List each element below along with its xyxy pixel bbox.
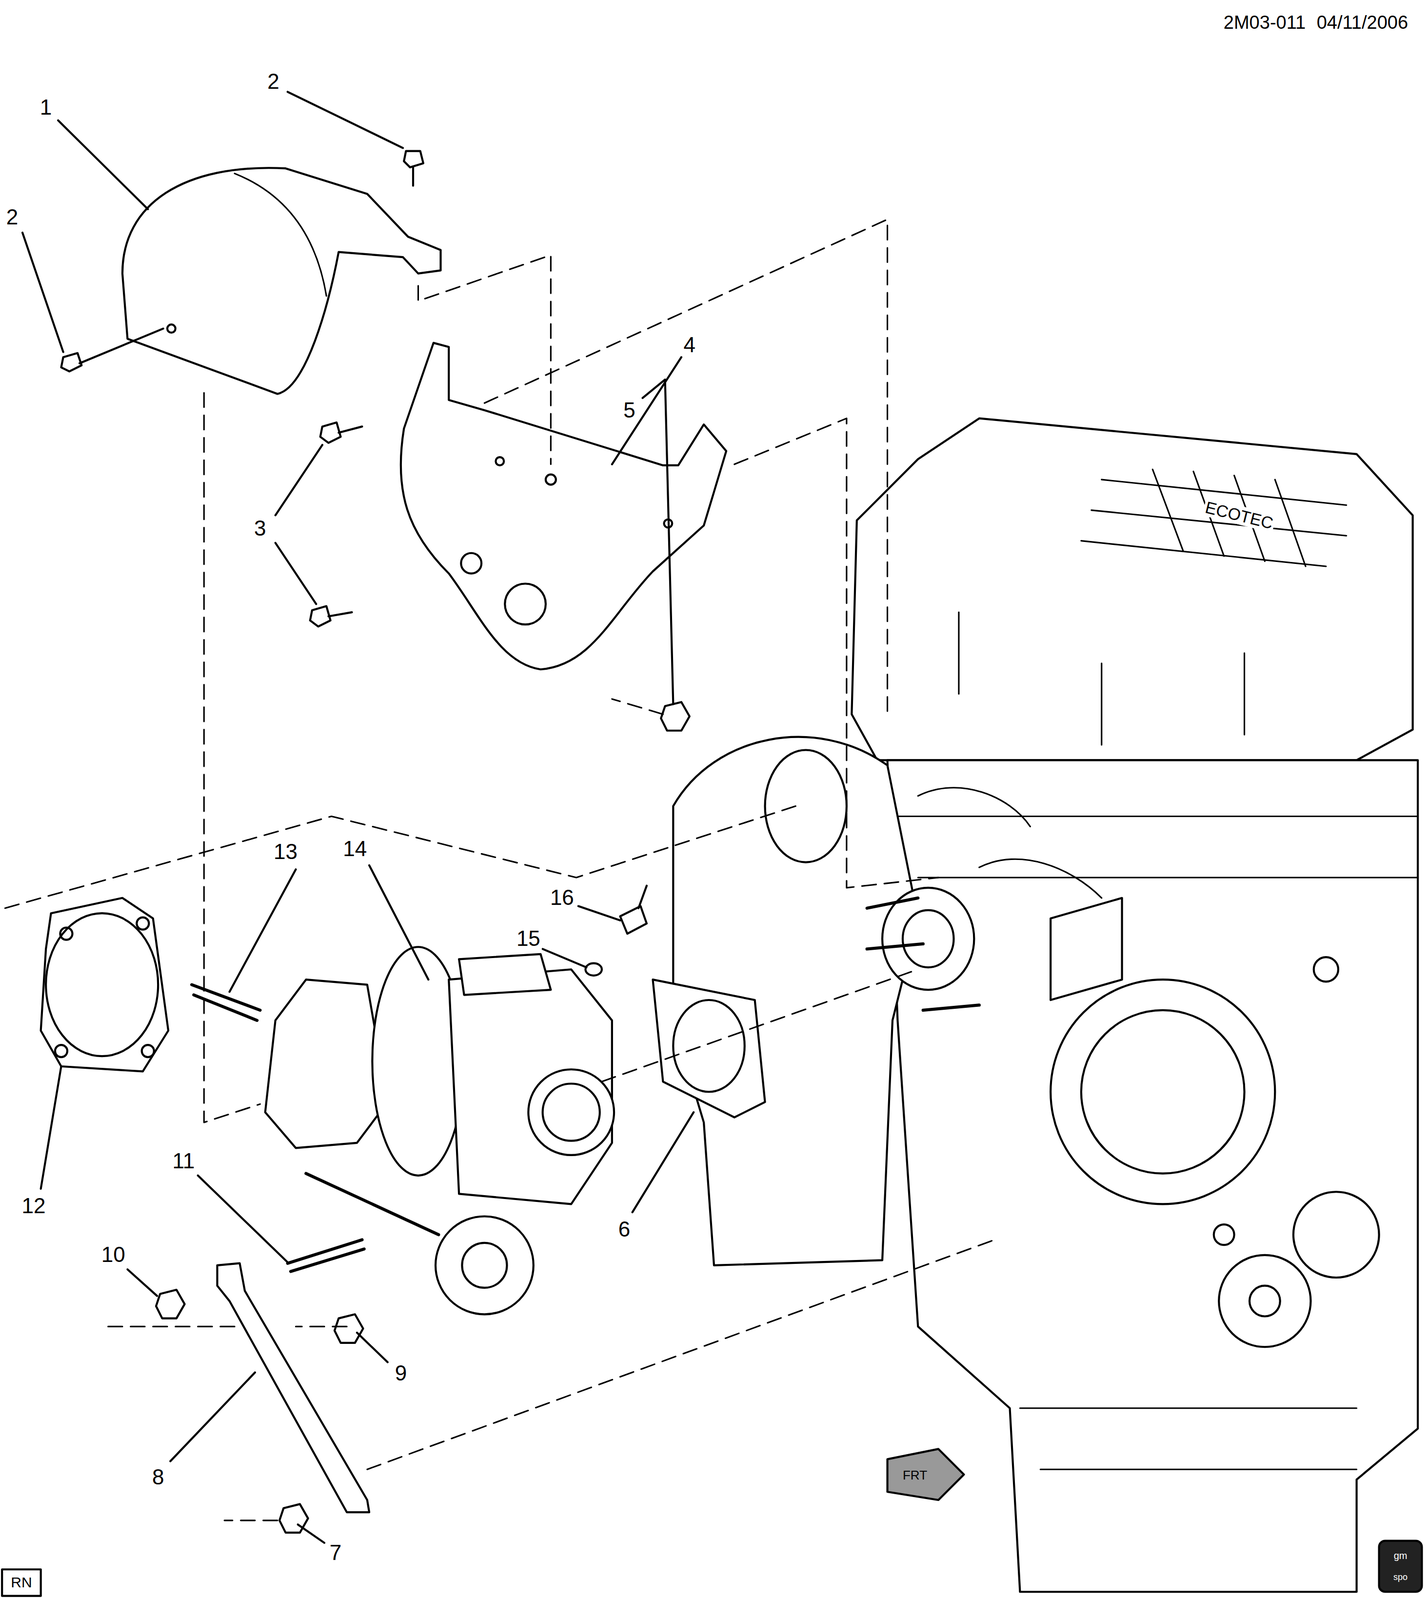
callout-number: 6 [616, 1217, 632, 1241]
view-code: RN [9, 1573, 34, 1591]
callout-number: 1 [38, 95, 54, 119]
callout-number: 15 [515, 926, 542, 951]
callout-number: 2 [4, 205, 20, 229]
callout-number: 10 [99, 1242, 127, 1267]
callout-number: 9 [393, 1361, 409, 1385]
callout-number: 12 [20, 1193, 48, 1218]
callout-number: 14 [341, 836, 369, 861]
callout-number: 5 [621, 398, 637, 422]
callout-number: 3 [252, 516, 268, 540]
logo-text: gm [1392, 1549, 1409, 1562]
callout-number: 11 [171, 1149, 197, 1173]
callout-number: 7 [328, 1540, 343, 1565]
logo-text: spo [1391, 1571, 1409, 1583]
callout-number: 8 [150, 1465, 166, 1489]
callout-number: 2 [265, 69, 281, 94]
callout-number: 4 [682, 333, 697, 357]
callout-number: 13 [272, 839, 299, 864]
drawing-code: 2M03-011 04/11/2006 [1222, 12, 1410, 33]
front-arrow-text: FRT [901, 1467, 929, 1483]
callout-number: 16 [548, 885, 576, 910]
